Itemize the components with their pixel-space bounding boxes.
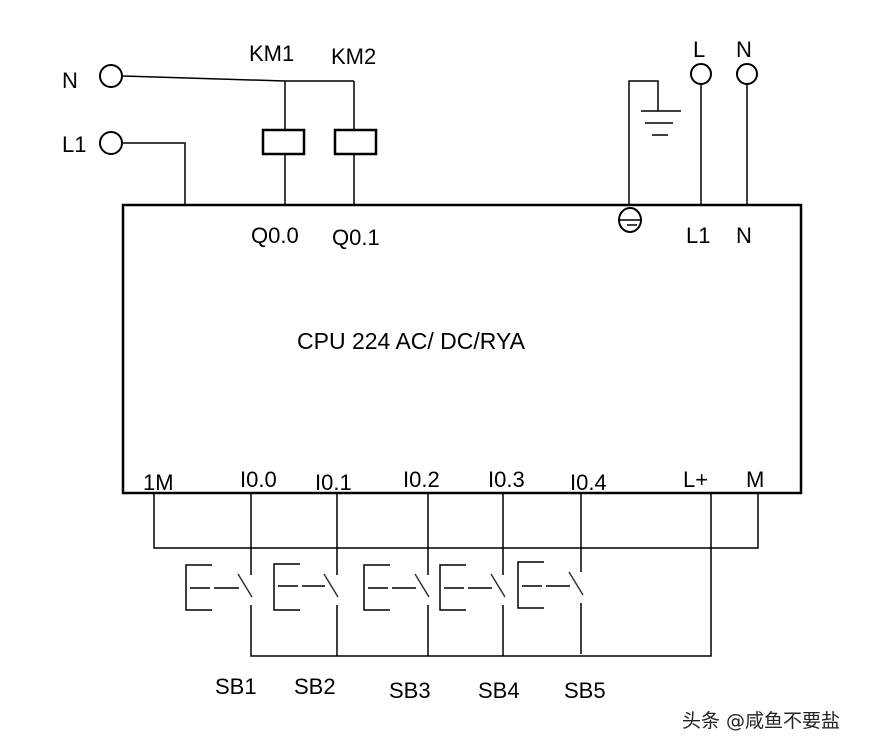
plc-terminal-i00: I0.0: [240, 467, 277, 492]
pushbutton-sb3-icon: [363, 564, 430, 611]
protective-earth-icon: [618, 207, 642, 233]
pushbutton-sb1-icon: [185, 564, 253, 611]
wire-lplus-bus: [250, 493, 712, 657]
pushbutton-sb4-icon: [439, 564, 506, 611]
terminal-l-right-icon: [690, 63, 712, 85]
terminal-n-left-icon: [99, 64, 123, 88]
coil-label-km1: KM1: [249, 41, 294, 66]
coils: KM1 KM2: [249, 41, 378, 205]
terminal-label-n-right: N: [736, 37, 752, 62]
plc-terminal-lplus: L+: [683, 467, 708, 492]
wire-n-to-coils: [121, 75, 354, 82]
terminal-label-n-left: N: [62, 68, 78, 93]
pushbutton-label-sb3: SB3: [389, 678, 431, 703]
plc-terminal-i03: I0.3: [488, 467, 525, 492]
sb5-actuator: [517, 561, 544, 609]
watermark: 头条 @咸鱼不要盐: [682, 710, 840, 732]
sb4-contact: [490, 573, 506, 598]
coil-label-km2: KM2: [331, 44, 376, 69]
coil-km1-icon: [261, 128, 306, 156]
pushbutton-sb5-icon: [517, 561, 584, 609]
coil-km2-icon: [333, 128, 378, 156]
plc-terminal-i02: I0.2: [403, 467, 440, 492]
sb4-actuator: [439, 564, 466, 611]
plc-terminal-l1: L1: [686, 223, 710, 248]
sb3-contact: [414, 573, 430, 598]
pushbutton-label-sb2: SB2: [294, 674, 336, 699]
plc-module: CPU 224 AC/ DC/RYA Q0.0 Q0.1 L1 N 1M I0.…: [121, 203, 803, 495]
plc-model-label: CPU 224 AC/ DC/RYA: [297, 328, 526, 354]
terminal-l1-left-icon: [99, 131, 123, 155]
terminal-label-l-right: L: [693, 37, 705, 62]
pushbutton-label-sb4: SB4: [478, 678, 520, 703]
wire-ground: [628, 80, 659, 205]
plc-terminal-i01: I0.1: [315, 470, 352, 495]
wire-l1-to-plc: [122, 142, 186, 205]
plc-box: [121, 203, 803, 495]
pushbutton-label-sb5: SB5: [564, 678, 606, 703]
plc-terminal-1m: 1M: [143, 470, 174, 495]
terminal-n-right-icon: [736, 63, 758, 85]
terminal-label-l1-left: L1: [62, 132, 86, 157]
pushbutton-label-sb1: SB1: [215, 674, 257, 699]
right-supply: L N: [628, 37, 758, 205]
left-supply: N L1: [62, 64, 354, 205]
wire-1m-m-bus: [153, 493, 759, 549]
sb1-contact: [237, 573, 253, 598]
sb2-actuator: [273, 563, 300, 611]
plc-terminal-m: M: [746, 467, 764, 492]
plc-terminal-q01: Q0.1: [332, 225, 380, 250]
input-wiring: [153, 493, 759, 657]
plc-terminal-q00: Q0.0: [251, 223, 299, 248]
pushbutton-sb2-icon: [273, 563, 339, 611]
plc-terminal-n: N: [736, 223, 752, 248]
sb2-contact: [323, 573, 339, 598]
plc-terminal-i04: I0.4: [570, 470, 607, 495]
sb1-actuator: [185, 564, 212, 611]
sb5-contact: [568, 571, 584, 596]
ground-icon: [628, 80, 681, 205]
sb3-actuator: [363, 564, 390, 611]
